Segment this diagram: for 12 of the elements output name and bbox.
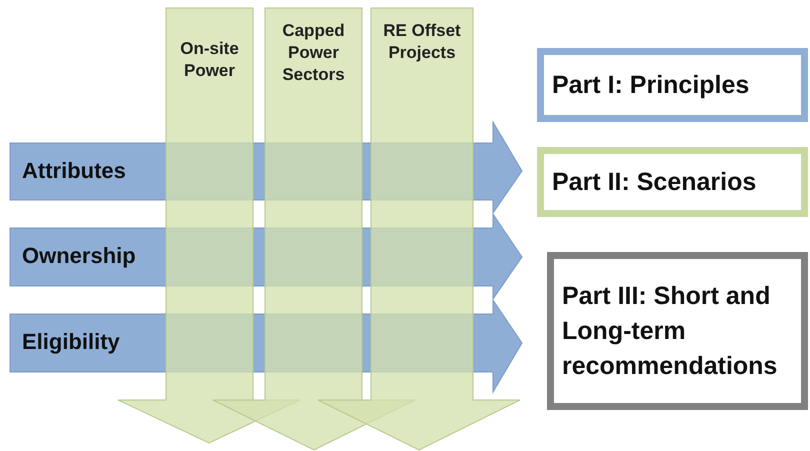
- box-label: Part I: Principles: [551, 70, 750, 100]
- arrow-label: Eligibility: [22, 329, 120, 355]
- arrow-label: RE Offset Projects: [382, 20, 462, 64]
- text-box: [537, 48, 808, 122]
- text-box: [537, 147, 808, 217]
- arrow-label: Capped Power Sectors: [281, 20, 346, 86]
- arrow-label: Ownership: [22, 243, 136, 269]
- arrow-label: Attributes: [22, 158, 126, 184]
- box-label: Part III: Short and Long-term recommendations: [561, 280, 778, 382]
- arrow-label: On-site Power: [179, 38, 240, 82]
- box-label: Part II: Scenarios: [551, 166, 758, 198]
- text-box: [547, 252, 808, 410]
